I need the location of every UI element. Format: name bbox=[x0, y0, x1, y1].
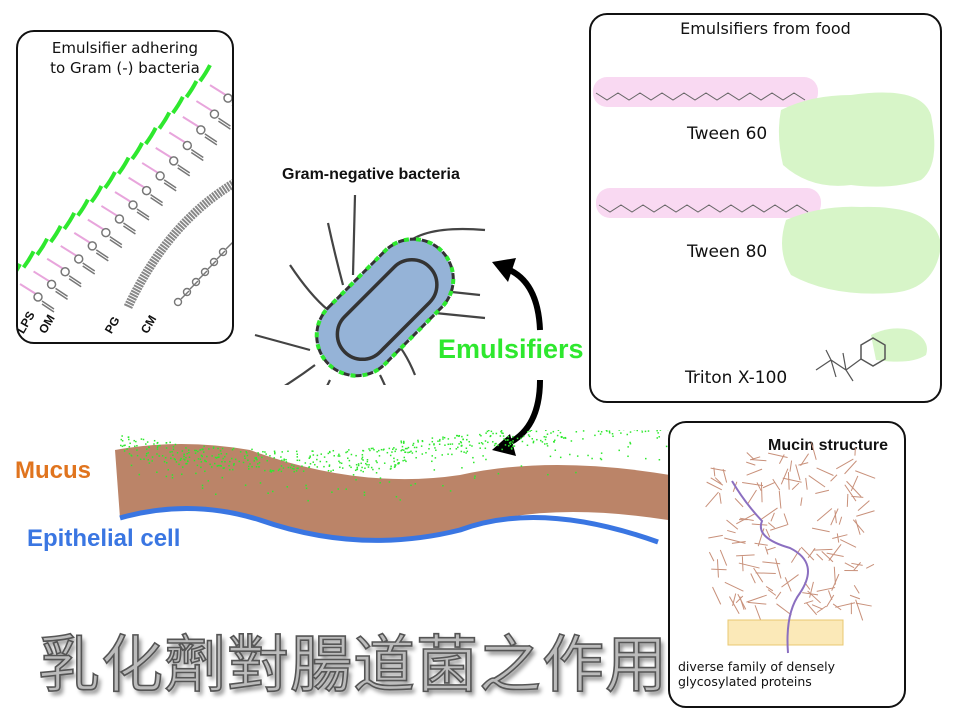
food-emulsifiers-panel: Emulsifiers from food Tween 60 Tween 80 … bbox=[589, 13, 942, 403]
cytoplasmic-membrane-lipids bbox=[173, 242, 232, 307]
peptidoglycan-layer bbox=[123, 179, 232, 309]
arrowhead-down-icon bbox=[492, 434, 516, 456]
epithelial-layer bbox=[119, 505, 659, 545]
glycan-chains bbox=[705, 442, 876, 624]
tween-80-structure bbox=[596, 188, 940, 294]
mucin-caption: diverse family of densely glycosylated p… bbox=[678, 659, 836, 689]
arrow-to-bacteria bbox=[503, 265, 543, 331]
outer-membrane-lipids bbox=[18, 64, 232, 313]
emulsifiers-label: Emulsifiers bbox=[438, 334, 584, 364]
arrowhead-up-icon bbox=[492, 258, 516, 282]
pili-icon bbox=[254, 194, 486, 385]
mucin-illustration bbox=[705, 442, 876, 654]
epithelial-cell-label: Epithelial cell bbox=[27, 525, 181, 552]
emulsifier-coating bbox=[314, 237, 456, 378]
bacteria-title: Gram-negative bacteria bbox=[282, 166, 460, 183]
bacteria-inner-cell bbox=[335, 258, 439, 362]
cell-membrane bbox=[727, 619, 844, 646]
slide-title: 乳化劑對腸道菌之作用 bbox=[37, 627, 669, 702]
emulsifier-particles bbox=[120, 430, 669, 502]
tween-60-structure bbox=[593, 77, 935, 187]
membrane-panel-title: Emulsifier adhering to Gram (-) bacteria bbox=[50, 39, 200, 77]
membrane-illustration bbox=[18, 64, 232, 313]
mucus-label: Mucus bbox=[15, 457, 92, 484]
triton-x100-structure bbox=[815, 328, 927, 382]
compound-label-tween60: Tween 60 bbox=[687, 124, 768, 144]
food-panel-title: Emulsifiers from food bbox=[680, 19, 851, 38]
mucin-panel-title: Mucin structure bbox=[767, 437, 888, 454]
membrane-panel: Emulsifier adhering to Gram (-) bacteria… bbox=[14, 30, 234, 344]
chemical-structures bbox=[593, 77, 940, 382]
mucin-panel: Mucin structure diverse family of densel… bbox=[668, 421, 906, 708]
mucus-illustration bbox=[115, 430, 670, 545]
compound-label-tween80: Tween 80 bbox=[687, 242, 768, 262]
compound-label-triton: Triton X-100 bbox=[685, 368, 788, 388]
protein-backbone bbox=[731, 480, 809, 654]
bacteria-illustration bbox=[254, 194, 486, 385]
